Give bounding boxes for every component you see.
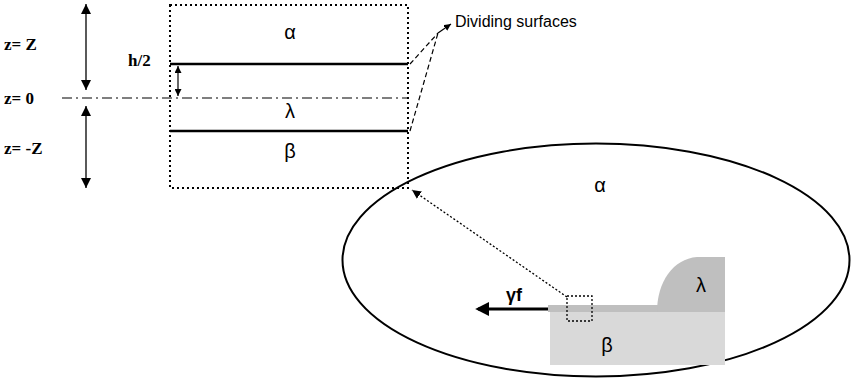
zoom-pointer bbox=[412, 190, 567, 297]
phase-symbol: β bbox=[601, 335, 613, 355]
phase-symbol: α bbox=[594, 175, 606, 195]
dimension-arrow bbox=[177, 66, 178, 96]
dividing-surface bbox=[170, 130, 408, 133]
phase-symbol: λ bbox=[696, 275, 706, 295]
thin-film bbox=[548, 305, 660, 312]
tension-label: γf bbox=[506, 286, 522, 304]
phase-symbol: λ bbox=[285, 101, 295, 121]
axis-label: z= 0 bbox=[4, 90, 34, 107]
dividing-surface bbox=[170, 63, 408, 66]
axis-label: z= -Z bbox=[4, 140, 42, 157]
dimension-label: h/2 bbox=[128, 52, 151, 69]
substrate: β bbox=[550, 312, 725, 365]
control-volume bbox=[170, 5, 408, 188]
ellipse-outline bbox=[343, 144, 850, 377]
phase-symbol: α bbox=[284, 22, 296, 42]
droplet-shape bbox=[655, 257, 725, 312]
axis-label: z= Z bbox=[4, 36, 37, 53]
dimension-arrow bbox=[85, 106, 86, 188]
zoom-ellipse: α λ β bbox=[341, 142, 851, 378]
droplet: λ bbox=[655, 257, 725, 312]
phase-symbol: β bbox=[284, 141, 296, 161]
phase-band: β bbox=[170, 131, 408, 188]
tension-arrow bbox=[478, 308, 548, 311]
leader-line bbox=[410, 33, 438, 64]
annotation: Dividing surfaces bbox=[455, 14, 577, 30]
phase-band: λ bbox=[170, 64, 408, 131]
leader-line bbox=[410, 33, 438, 131]
droplet-shape bbox=[657, 257, 725, 312]
dimension-arrow bbox=[85, 4, 86, 90]
midplane-line bbox=[62, 97, 408, 98]
phase-band: α bbox=[170, 5, 408, 64]
leader-arrow bbox=[438, 24, 451, 33]
